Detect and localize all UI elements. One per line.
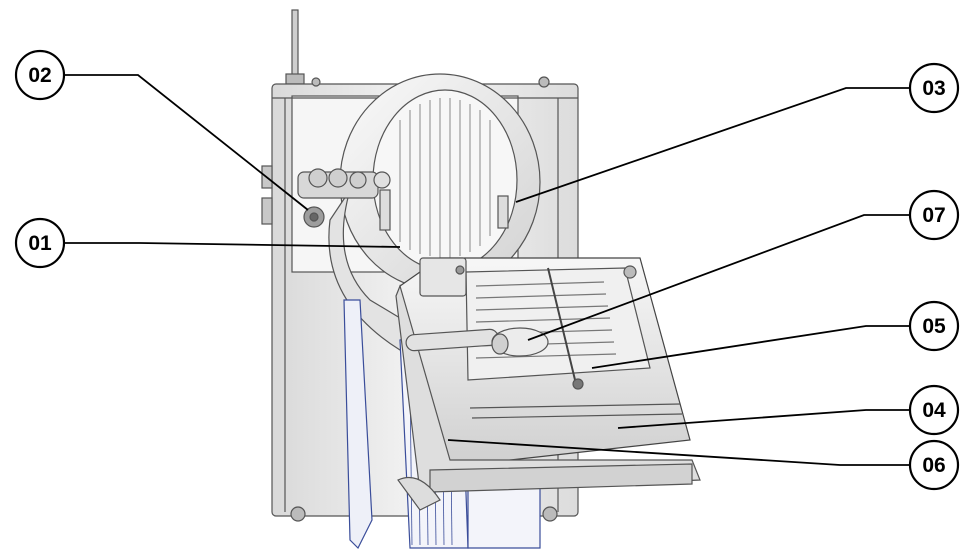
callout-07-label: 07 bbox=[922, 204, 945, 227]
leader-02 bbox=[64, 74, 309, 211]
leader-04 bbox=[617, 409, 910, 429]
callout-06: 06 bbox=[908, 439, 960, 491]
callout-05: 05 bbox=[908, 300, 960, 352]
leader-05 bbox=[591, 325, 910, 369]
leader-01 bbox=[64, 242, 401, 248]
leader-lines bbox=[64, 74, 910, 466]
leader-07 bbox=[527, 214, 910, 341]
callout-03-label: 03 bbox=[922, 77, 945, 100]
callout-02-label: 02 bbox=[28, 64, 51, 87]
carriage-tray bbox=[395, 257, 701, 493]
blade-guard bbox=[339, 73, 541, 291]
callout-01: 01 bbox=[14, 217, 66, 269]
callout-04-label: 04 bbox=[922, 399, 946, 422]
sharpener-assembly bbox=[297, 168, 391, 228]
top-rod bbox=[291, 9, 299, 81]
leader-03 bbox=[515, 87, 910, 203]
blade-grille bbox=[399, 98, 491, 258]
leader-06 bbox=[447, 439, 910, 466]
callout-01-label: 01 bbox=[28, 232, 52, 255]
callout-06-label: 06 bbox=[922, 454, 945, 477]
callout-02: 02 bbox=[14, 49, 66, 101]
callout-03: 03 bbox=[908, 62, 960, 114]
callouts: 01 02 03 07 05 04 06 bbox=[14, 49, 960, 491]
callout-04: 04 bbox=[908, 384, 960, 436]
callout-07: 07 bbox=[908, 189, 960, 241]
carriage-handle bbox=[405, 327, 549, 357]
slicer-machine bbox=[261, 9, 701, 550]
callout-05-label: 05 bbox=[922, 315, 946, 338]
